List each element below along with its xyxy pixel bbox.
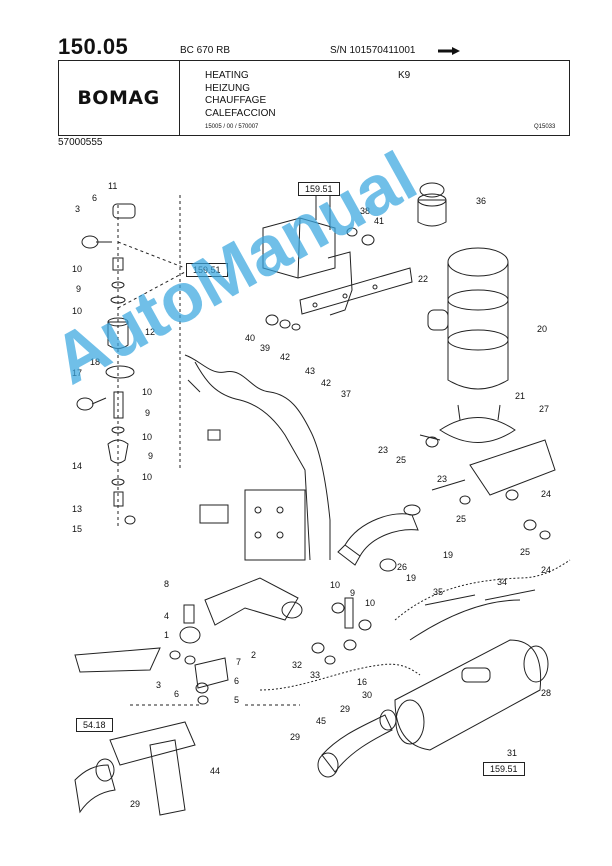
callout-label: 9 <box>350 588 356 598</box>
callout-label: 35 <box>433 587 444 597</box>
title-es: CALEFACCION <box>205 107 276 119</box>
callout-label: 10 <box>365 598 376 608</box>
callout-label: 10 <box>72 306 83 316</box>
callout-label: 9 <box>145 408 151 418</box>
callout-label: 17 <box>72 368 83 378</box>
callout-label: 29 <box>130 799 141 809</box>
callout-label: 23 <box>378 445 389 455</box>
callout-label: 42 <box>321 378 332 388</box>
callout-label: 10 <box>330 580 341 590</box>
callout-label: 37 <box>341 389 352 399</box>
callout-label: 1 <box>164 630 170 640</box>
callout-label: 28 <box>541 688 552 698</box>
title-en: HEATING <box>205 70 249 81</box>
callout-label: 24 <box>541 565 552 575</box>
callout-label: 36 <box>476 196 487 206</box>
callout-label: 12 <box>145 327 156 337</box>
reference-box: 159.51 <box>298 182 340 196</box>
callout-label: 15 <box>72 524 83 534</box>
reference-box: 54.18 <box>76 718 113 732</box>
callout-label: 6 <box>174 689 180 699</box>
callout-label: 8 <box>164 579 170 589</box>
callout-label: 43 <box>305 366 316 376</box>
callout-label: 6 <box>92 193 98 203</box>
callout-label: 25 <box>520 547 531 557</box>
title-list: HEATING HEIZUNG CHAUFFAGE CALEFACCION <box>205 70 276 120</box>
callout-label: 3 <box>75 204 81 214</box>
callout-label: 23 <box>437 474 448 484</box>
callout-label: 22 <box>418 274 429 284</box>
callout-label: 25 <box>456 514 467 524</box>
page-number: 150.05 <box>58 34 129 59</box>
logo-cell: BOMAG <box>58 60 180 136</box>
callout-label: 39 <box>260 343 271 353</box>
callout-label: 20 <box>537 324 548 334</box>
callout-label: 13 <box>72 504 83 514</box>
callout-label: 24 <box>541 489 552 499</box>
bomag-logo: BOMAG <box>77 87 160 109</box>
callout-label: 11 <box>108 181 118 191</box>
callout-label: 10 <box>72 264 83 274</box>
title-fr: CHAUFFAGE <box>205 95 267 106</box>
callout-label: 45 <box>316 716 327 726</box>
serial-number: S/N 101570411001 <box>330 45 416 56</box>
callout-label: 31 <box>507 748 518 758</box>
callout-label: 40 <box>245 333 256 343</box>
callout-label: 41 <box>374 216 385 226</box>
callout-label: 42 <box>280 352 291 362</box>
title-block <box>58 60 570 136</box>
document-code: 57000555 <box>58 137 103 148</box>
model-label: BC 670 RB <box>180 45 231 56</box>
callout-label: 6 <box>234 676 240 686</box>
callout-label: 38 <box>360 206 371 216</box>
callout-label: 29 <box>340 704 351 714</box>
reference-box: 159.51 <box>186 263 228 277</box>
callout-label: 3 <box>156 680 162 690</box>
callout-label: 10 <box>142 432 153 442</box>
callout-label: 5 <box>234 695 240 705</box>
callout-label: 32 <box>292 660 303 670</box>
reference-box: 159.51 <box>483 762 525 776</box>
callout-label: 26 <box>397 562 408 572</box>
callout-label: 30 <box>362 690 373 700</box>
title-de: HEIZUNG <box>205 82 250 94</box>
callout-label: 4 <box>164 611 170 621</box>
callout-label: 25 <box>396 455 407 465</box>
callout-label: 34 <box>497 577 508 587</box>
callout-label: 44 <box>210 766 221 776</box>
sub-reference: 15005 / 00 / 570007 <box>205 124 259 130</box>
callout-label: 16 <box>357 677 368 687</box>
figure-reference: Q15033 <box>534 124 556 130</box>
callout-label: 18 <box>90 357 101 367</box>
callout-label: 19 <box>443 550 454 560</box>
callout-label: 7 <box>236 657 242 667</box>
callout-label: 21 <box>515 391 526 401</box>
callout-label: 10 <box>142 472 153 482</box>
callout-label: 14 <box>72 461 83 471</box>
group-code: K9 <box>398 70 411 81</box>
callout-label: 2 <box>251 650 257 660</box>
callout-label: 33 <box>310 670 321 680</box>
callout-label: 29 <box>290 732 301 742</box>
callout-label: 9 <box>148 451 154 461</box>
callout-label: 27 <box>539 404 550 414</box>
arrow-right-icon <box>438 47 460 55</box>
callout-label: 9 <box>76 284 82 294</box>
callout-label: 19 <box>406 573 417 583</box>
callout-label: 10 <box>142 387 153 397</box>
